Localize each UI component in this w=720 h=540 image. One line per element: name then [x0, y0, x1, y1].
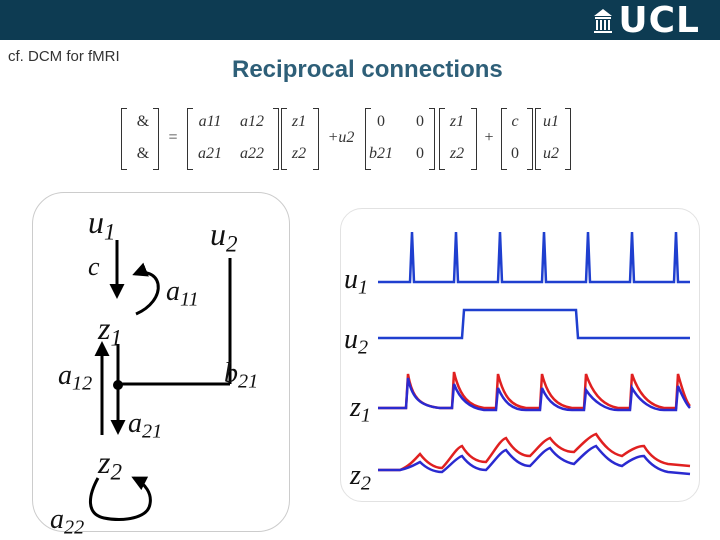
label-b21: b21: [224, 358, 259, 393]
b12-cell: 0: [416, 113, 424, 130]
label-a12: a12: [58, 360, 93, 395]
label-u2: u2: [210, 216, 238, 257]
b22-cell: 0: [416, 145, 424, 162]
bracket: [501, 108, 507, 170]
u1-cell: u1: [543, 113, 559, 130]
model-diagram-panel: [32, 192, 290, 532]
bracket: [429, 108, 435, 170]
bracket: [565, 108, 571, 170]
bracket: [439, 108, 445, 170]
a11-self-loop: [132, 262, 160, 316]
a21-cell: a21: [198, 145, 222, 162]
label-z1: z1: [98, 310, 122, 351]
label-a21: a21: [128, 408, 163, 443]
state-equation: & & = a11 a12 a21 a22 z1 z2 +u2 0 0 b21 …: [115, 104, 575, 174]
label-z2: z2: [98, 444, 122, 485]
reference-note: cf. DCM for fMRI: [8, 48, 120, 65]
z1-cell: z1: [291, 113, 307, 130]
b21-cell: b21: [369, 145, 393, 162]
trace-label-z2: z2: [350, 460, 371, 495]
z2-trace-red: [378, 432, 691, 472]
z1-trace-red: [378, 371, 691, 410]
logo-text: UCL: [618, 0, 700, 41]
a22-cell: a22: [240, 145, 264, 162]
b11-cell: 0: [377, 113, 385, 130]
z2-cell: z2: [291, 145, 307, 162]
bracket: [281, 108, 287, 170]
label-c: c: [88, 252, 100, 281]
bracket: [313, 108, 319, 170]
bracket: [527, 108, 533, 170]
label-u1: u1: [88, 204, 116, 245]
input-term: +u2: [327, 129, 355, 146]
bracket: [273, 108, 279, 170]
u2-cell: u2: [543, 145, 559, 162]
equals-sign: =: [168, 129, 178, 146]
portico-icon: [594, 9, 613, 33]
bracket: [535, 108, 541, 170]
trace-label-u1: u1: [344, 264, 369, 299]
bracket: [121, 108, 127, 170]
bracket: [365, 108, 371, 170]
u2-trace: [378, 308, 690, 340]
header-bar: UCL: [0, 0, 720, 40]
plus-sign: +: [484, 129, 494, 146]
z2-cell: z2: [449, 145, 465, 162]
ucl-logo: UCL: [592, 0, 700, 41]
z2-trace-blue: [378, 444, 691, 476]
dot-z2: &: [136, 145, 150, 162]
z1-cell: z1: [449, 113, 465, 130]
z1-trace-blue: [378, 377, 691, 412]
label-a22: a22: [50, 504, 85, 539]
c-cell: c: [511, 113, 519, 130]
a11-cell: a11: [198, 113, 222, 130]
dot-z1: &: [136, 113, 150, 130]
bracket: [187, 108, 193, 170]
trace-label-u2: u2: [344, 324, 369, 359]
label-a11: a11: [166, 276, 199, 311]
bracket: [153, 108, 159, 170]
slide-title: Reciprocal connections: [232, 56, 503, 83]
a22-self-loop: [89, 476, 152, 521]
u1-trace: [378, 231, 690, 284]
a12-cell: a12: [240, 113, 264, 130]
trace-label-z1: z1: [350, 392, 371, 427]
bracket: [471, 108, 477, 170]
c-zero-cell: 0: [511, 145, 519, 162]
